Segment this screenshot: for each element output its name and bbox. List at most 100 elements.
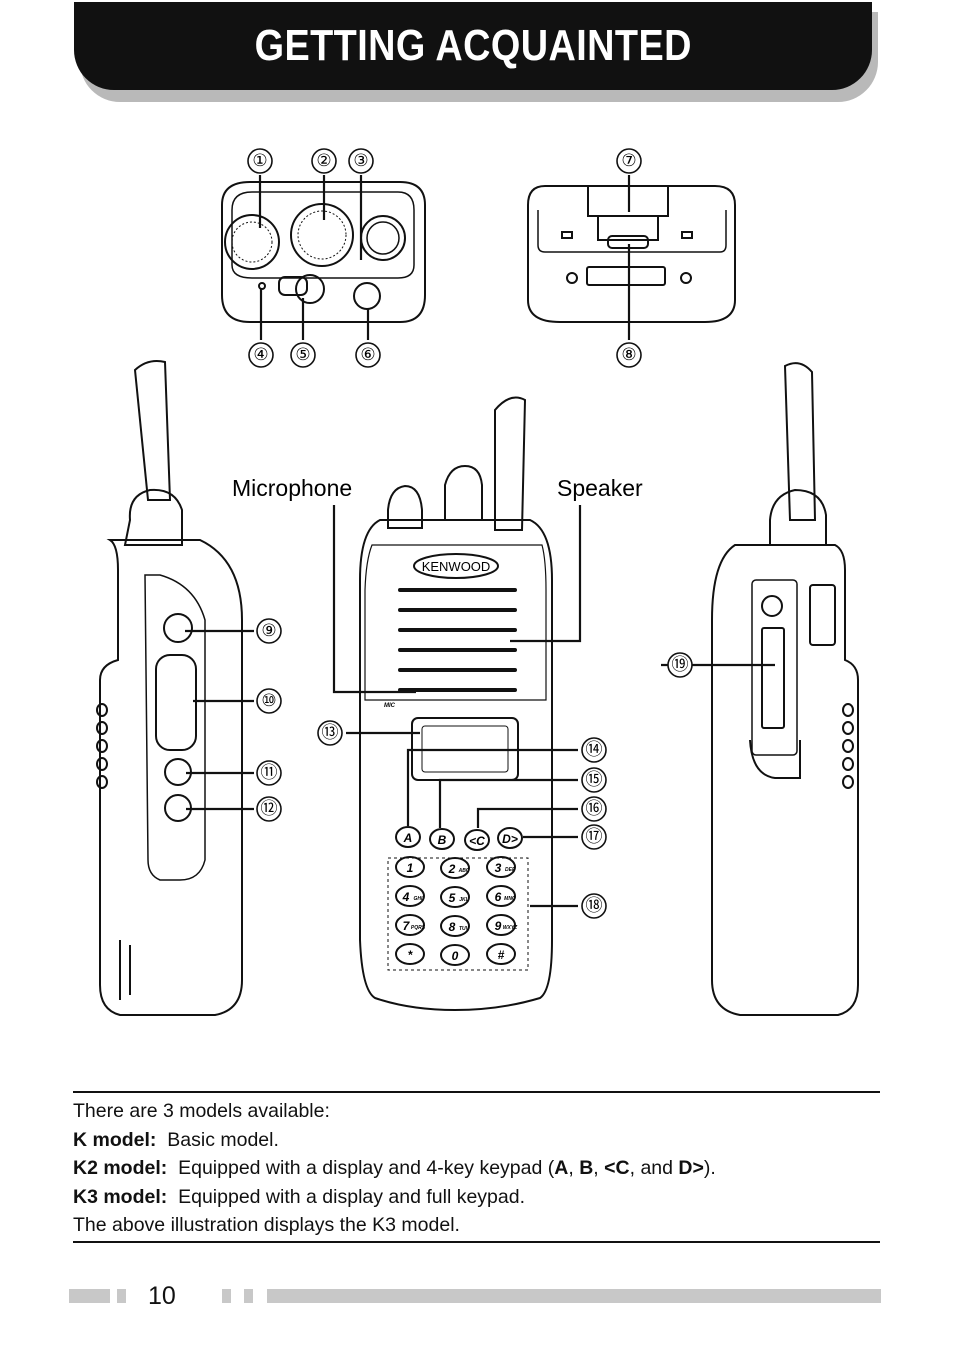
notes-bottom-rule	[73, 1241, 880, 1243]
key-3-letters: DEF	[505, 867, 516, 873]
notes-outro: The above illustration displays the K3 m…	[73, 1211, 880, 1240]
title-bar: GETTING ACQUAINTED	[74, 2, 872, 90]
key-2-letters: ABC	[458, 868, 470, 874]
k2-key-a: A	[554, 1157, 569, 1180]
callout-5: ⑤	[290, 342, 316, 368]
k2-sep-1: ,	[568, 1157, 580, 1180]
key-8-letters: TUV	[459, 926, 470, 932]
callout-8: ⑧	[616, 342, 642, 368]
k2-text-pre: Equipped with a display and 4-key keypad…	[178, 1157, 555, 1180]
callout-10: ⑩	[256, 688, 282, 714]
k2-text-post: ).	[703, 1157, 716, 1180]
callout-15-number: ⑮	[586, 770, 603, 790]
key-8: 8	[449, 920, 456, 934]
page-footer: 10	[0, 1282, 954, 1325]
callout-2-number: ②	[316, 151, 331, 171]
bottom-view	[527, 185, 736, 323]
k3-model-text: Equipped with a display and full keypad.	[178, 1185, 526, 1208]
page-number: 10	[148, 1282, 176, 1310]
key-hash: #	[498, 948, 505, 962]
callout-3: ③	[348, 148, 374, 174]
right-side-view	[711, 362, 859, 1016]
key-b: B	[438, 833, 447, 847]
key-1: 1	[407, 861, 414, 875]
callout-18: ⑱	[581, 893, 607, 919]
callout-1: ①	[247, 148, 273, 174]
callouts: ① ② ③ ④ ⑤ ⑥ ⑦ ⑧ ⑨ ⑩ ⑪ ⑫ ⑬ ⑭ ⑮ ⑯ ⑰ ⑱ ⑲	[247, 148, 693, 919]
key-0: 0	[452, 949, 459, 963]
top-view	[221, 181, 426, 323]
key-d: D>	[502, 832, 518, 846]
k-model-text: Basic model.	[167, 1128, 279, 1151]
left-side-view	[96, 360, 243, 1016]
mic-marking: MIC	[384, 703, 396, 709]
callout-11-number: ⑪	[261, 763, 278, 783]
callout-12-number: ⑫	[261, 799, 278, 819]
abcd-keys: A B <C D>	[403, 831, 518, 848]
key-7: 7	[403, 919, 411, 933]
callout-15: ⑮	[581, 767, 607, 793]
callout-4-number: ④	[253, 345, 268, 365]
key-9: 9	[495, 919, 502, 933]
callout-6: ⑥	[355, 342, 381, 368]
callout-2: ②	[311, 148, 337, 174]
footer-bar-left-small	[117, 1289, 126, 1303]
k2-model-label: K2 model:	[73, 1157, 168, 1180]
key-a: A	[403, 831, 413, 845]
key-4: 4	[402, 890, 410, 904]
keypad: 1 2 ABC 3 DEF 4 GHI 5 JKL 6 MNO 7 PQRS 8…	[402, 861, 519, 963]
callout-19: ⑲	[667, 652, 693, 678]
notes-k3-model: K3 model: Equipped with a display and fu…	[73, 1183, 880, 1212]
callout-17: ⑰	[581, 824, 607, 850]
callout-14-number: ⑭	[586, 740, 603, 760]
key-6-letters: MNO	[504, 896, 516, 902]
leader-lines	[185, 175, 775, 908]
callout-16: ⑯	[581, 796, 607, 822]
callout-13-number: ⑬	[322, 723, 339, 743]
footer-bar-right-small-2	[244, 1289, 253, 1303]
callout-1-number: ①	[252, 151, 267, 171]
callout-5-number: ⑤	[295, 345, 310, 365]
callout-4: ④	[248, 342, 274, 368]
notes-top-rule	[73, 1091, 880, 1093]
key-3: 3	[495, 861, 502, 875]
page-title: GETTING ACQUAINTED	[254, 21, 692, 70]
callout-3-number: ③	[353, 151, 368, 171]
footer-bar-right-small-1	[222, 1289, 231, 1303]
k2-sep-3: , and	[629, 1157, 679, 1180]
callout-13: ⑬	[317, 720, 343, 746]
footer-bar-left	[69, 1289, 110, 1303]
k2-key-d: D>	[678, 1157, 704, 1180]
callout-18-number: ⑱	[586, 896, 603, 916]
notes-intro-text: There are 3 models available:	[73, 1100, 330, 1122]
callout-7-number: ⑦	[621, 151, 636, 171]
title-banner: GETTING ACQUAINTED	[74, 2, 878, 102]
notes-k2-model: K2 model: Equipped with a display and 4-…	[73, 1154, 880, 1183]
notes-intro: There are 3 models available:	[73, 1097, 880, 1126]
k2-key-b: B	[579, 1157, 594, 1180]
callout-11: ⑪	[256, 760, 282, 786]
callout-10-number: ⑩	[261, 691, 276, 711]
callout-9: ⑨	[256, 618, 282, 644]
key-9-letters: WXYZ	[503, 925, 518, 931]
k3-model-label: K3 model:	[73, 1185, 168, 1208]
key-c: <C	[469, 834, 485, 848]
callout-17-number: ⑰	[586, 827, 603, 847]
k2-key-c: <C	[604, 1157, 630, 1180]
callout-8-number: ⑧	[621, 345, 636, 365]
k2-sep-2: ,	[593, 1157, 605, 1180]
callout-16-number: ⑯	[586, 799, 603, 819]
notes-outro-text: The above illustration displays the K3 m…	[73, 1214, 460, 1237]
model-notes: There are 3 models available: K model: B…	[73, 1097, 880, 1240]
callout-9-number: ⑨	[261, 621, 276, 641]
key-4-letters: GHI	[414, 896, 424, 902]
key-star: *	[408, 948, 414, 962]
callout-6-number: ⑥	[360, 345, 375, 365]
callout-12: ⑫	[256, 796, 282, 822]
callout-14: ⑭	[581, 737, 607, 763]
key-5-letters: JKL	[459, 897, 468, 903]
callout-19-number: ⑲	[672, 655, 689, 675]
key-7-letters: PQRS	[411, 925, 426, 931]
microphone-label: Microphone	[232, 475, 352, 501]
footer-bar-right	[267, 1289, 881, 1303]
